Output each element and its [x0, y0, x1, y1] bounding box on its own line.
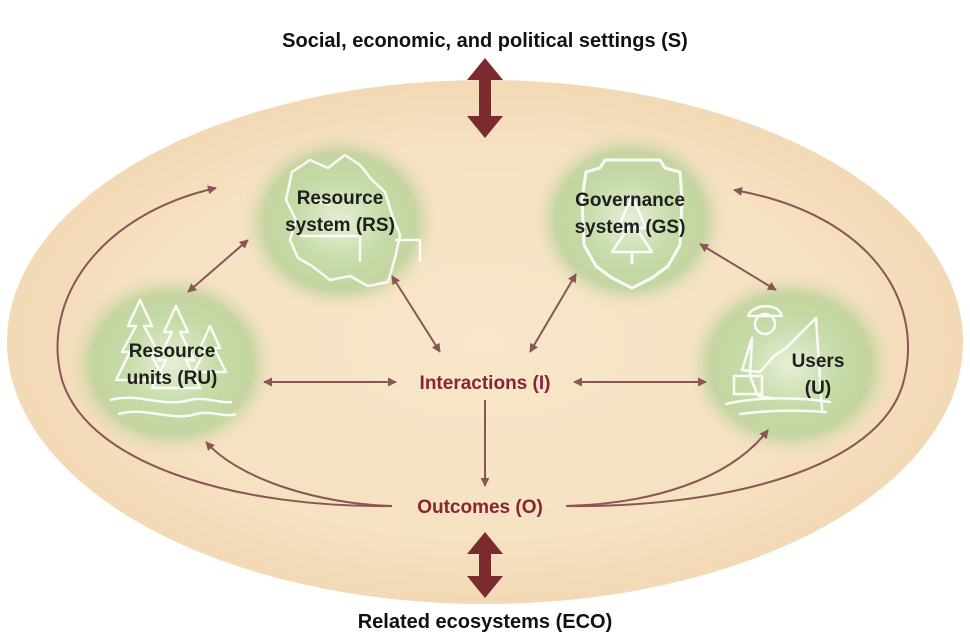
settings-label: Social, economic, and political settings…	[282, 30, 688, 52]
fisherman-icon	[724, 305, 832, 416]
outcomes-users-arrow	[565, 429, 769, 507]
outcomes-rs-arrow	[56, 185, 393, 508]
outcomes-label: Outcomes (O)	[417, 497, 543, 518]
u-glow	[682, 270, 898, 460]
forest-icon	[109, 298, 237, 418]
gs-interactions-arrow	[529, 273, 577, 353]
users-label-line2: (U)	[805, 378, 831, 399]
interactions-label: Interactions (I)	[420, 373, 551, 394]
rs-interactions-arrow	[391, 275, 441, 353]
resource-system-label-line1: Resource	[297, 188, 384, 209]
ecosystems-label: Related ecosystems (ECO)	[358, 611, 613, 633]
resource-system-label-line2: system (RS)	[285, 215, 395, 236]
outcomes-ru-arrow	[205, 441, 393, 507]
ru-rs-arrow	[187, 239, 249, 293]
shield-tree-icon	[580, 158, 684, 290]
map-icon	[284, 153, 422, 288]
ecosystems-double-arrow	[467, 532, 503, 598]
governance-system-label-line2: system (GS)	[575, 217, 686, 238]
outcomes-gs-arrow	[565, 186, 909, 508]
governance-system-label-line1: Governance	[575, 190, 685, 211]
resource-units-label-line2: units (RU)	[127, 368, 218, 389]
resource-units-label-line1: Resource	[129, 341, 216, 362]
ru-glow	[64, 269, 280, 459]
settings-double-arrow	[467, 58, 503, 138]
users-label-line1: Users	[792, 351, 845, 372]
gs-users-arrow	[699, 243, 777, 291]
